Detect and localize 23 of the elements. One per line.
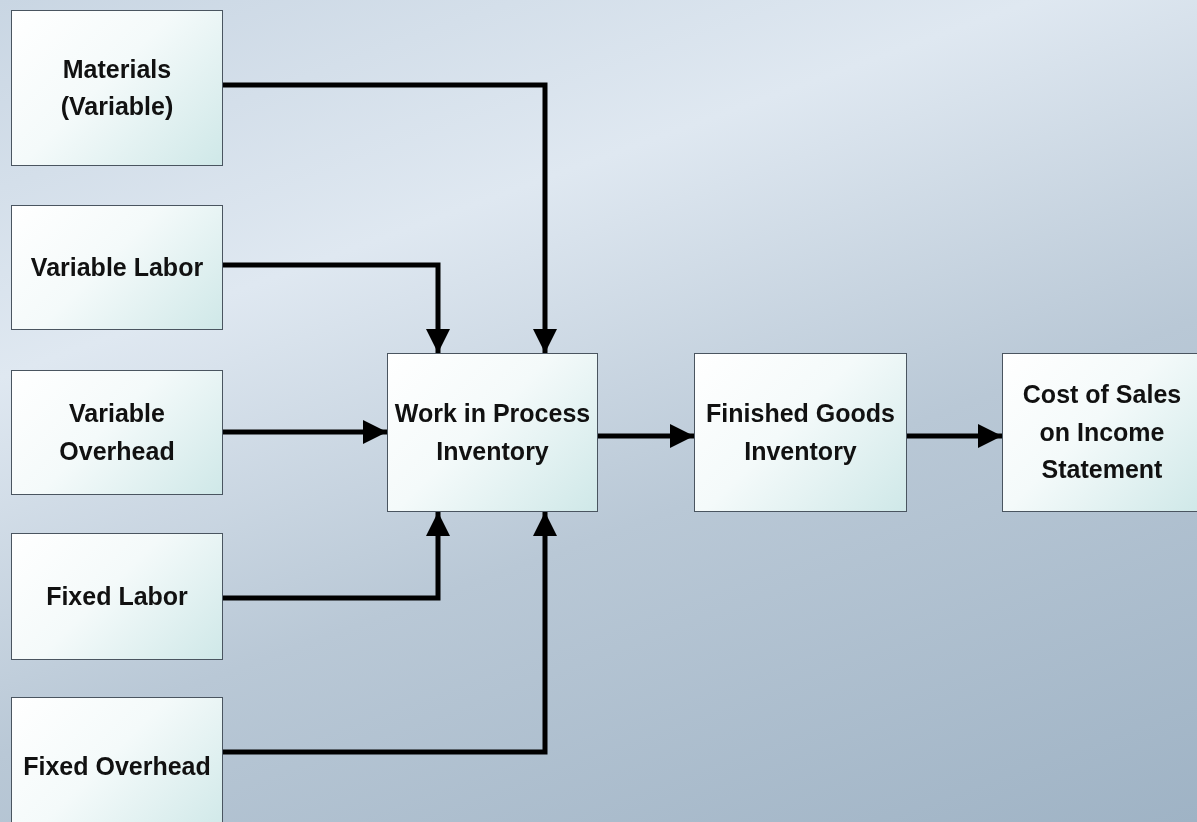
arrow [223,82,557,353]
box-label: Variable Overhead [58,398,176,467]
box-label: Work in Process Inventory [393,398,592,467]
arrow [907,424,1002,448]
process-box [694,353,907,512]
process-box [11,533,223,660]
box-label: Finished Goods Inventory [705,398,896,467]
process-box [11,10,223,166]
arrow [223,420,387,444]
process-box [1002,353,1197,512]
process-box [11,370,223,495]
box-label: Variable Labor [29,251,205,283]
box-label: Materials (Variable) [59,53,175,122]
arrow [223,262,450,353]
box-label: Cost of Sales on Income Statement [1021,379,1183,486]
process-box [387,353,598,512]
arrow [223,512,557,755]
box-label: Fixed Overhead [22,751,212,783]
arrow [223,512,450,601]
box-label: Fixed Labor [45,580,189,612]
process-box [11,205,223,330]
process-box [11,697,223,822]
arrow [598,424,694,448]
